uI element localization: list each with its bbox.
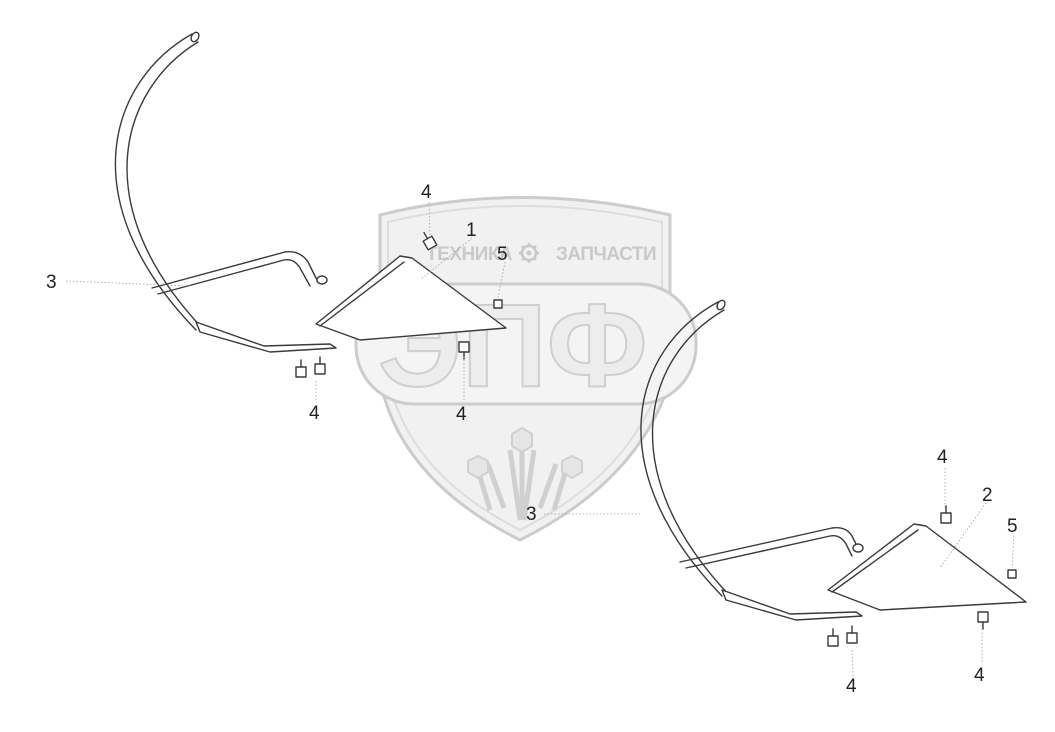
gear-icon [519, 243, 539, 263]
callout-4-right-mid: 4 [974, 665, 985, 686]
bolt-right-bottom-1 [827, 628, 839, 647]
watermark-text-right: ЗАПЧАСТИ [556, 244, 656, 265]
bolt-right-mid [977, 611, 989, 630]
callout-5-right: 5 [1007, 516, 1018, 537]
bolt-left-bottom-2 [314, 356, 326, 375]
callout-4-left-top: 4 [421, 182, 432, 203]
nut-left-5 [493, 299, 503, 309]
leader-lines [65, 201, 1015, 677]
right-assembly [640, 299, 1027, 647]
watermark: ТЕХНИКА ЗАПЧАСТИ ЭПФ [354, 196, 698, 542]
watermark-text-left: ТЕХНИКА [426, 244, 513, 265]
callout-3-right: 3 [526, 504, 537, 525]
nut-right-5 [1007, 569, 1017, 579]
wheat-icon [467, 426, 583, 521]
bolt-left-bottom-1 [295, 359, 307, 378]
callout-3-left: 3 [46, 272, 57, 293]
sweep-blade-left [315, 255, 507, 341]
callouts: 3 1 4 5 4 4 3 4 2 5 4 4 [46, 182, 1018, 697]
callout-5-left: 5 [497, 244, 508, 265]
callout-4-right-bottom: 4 [846, 676, 857, 697]
bolt-left-top [422, 231, 438, 251]
callout-4-left-bottom: 4 [309, 403, 320, 424]
spring-tine-left [114, 31, 337, 353]
bolt-right-top [940, 505, 952, 524]
sweep-blade-right [827, 523, 1027, 611]
left-assembly [114, 31, 507, 378]
callout-1: 1 [466, 220, 477, 241]
spring-tine-right [640, 299, 864, 621]
bolt-right-bottom-2 [846, 625, 858, 644]
callout-4-left-mid: 4 [456, 404, 467, 425]
callout-4-right-top: 4 [937, 447, 948, 468]
callout-2: 2 [982, 485, 993, 506]
